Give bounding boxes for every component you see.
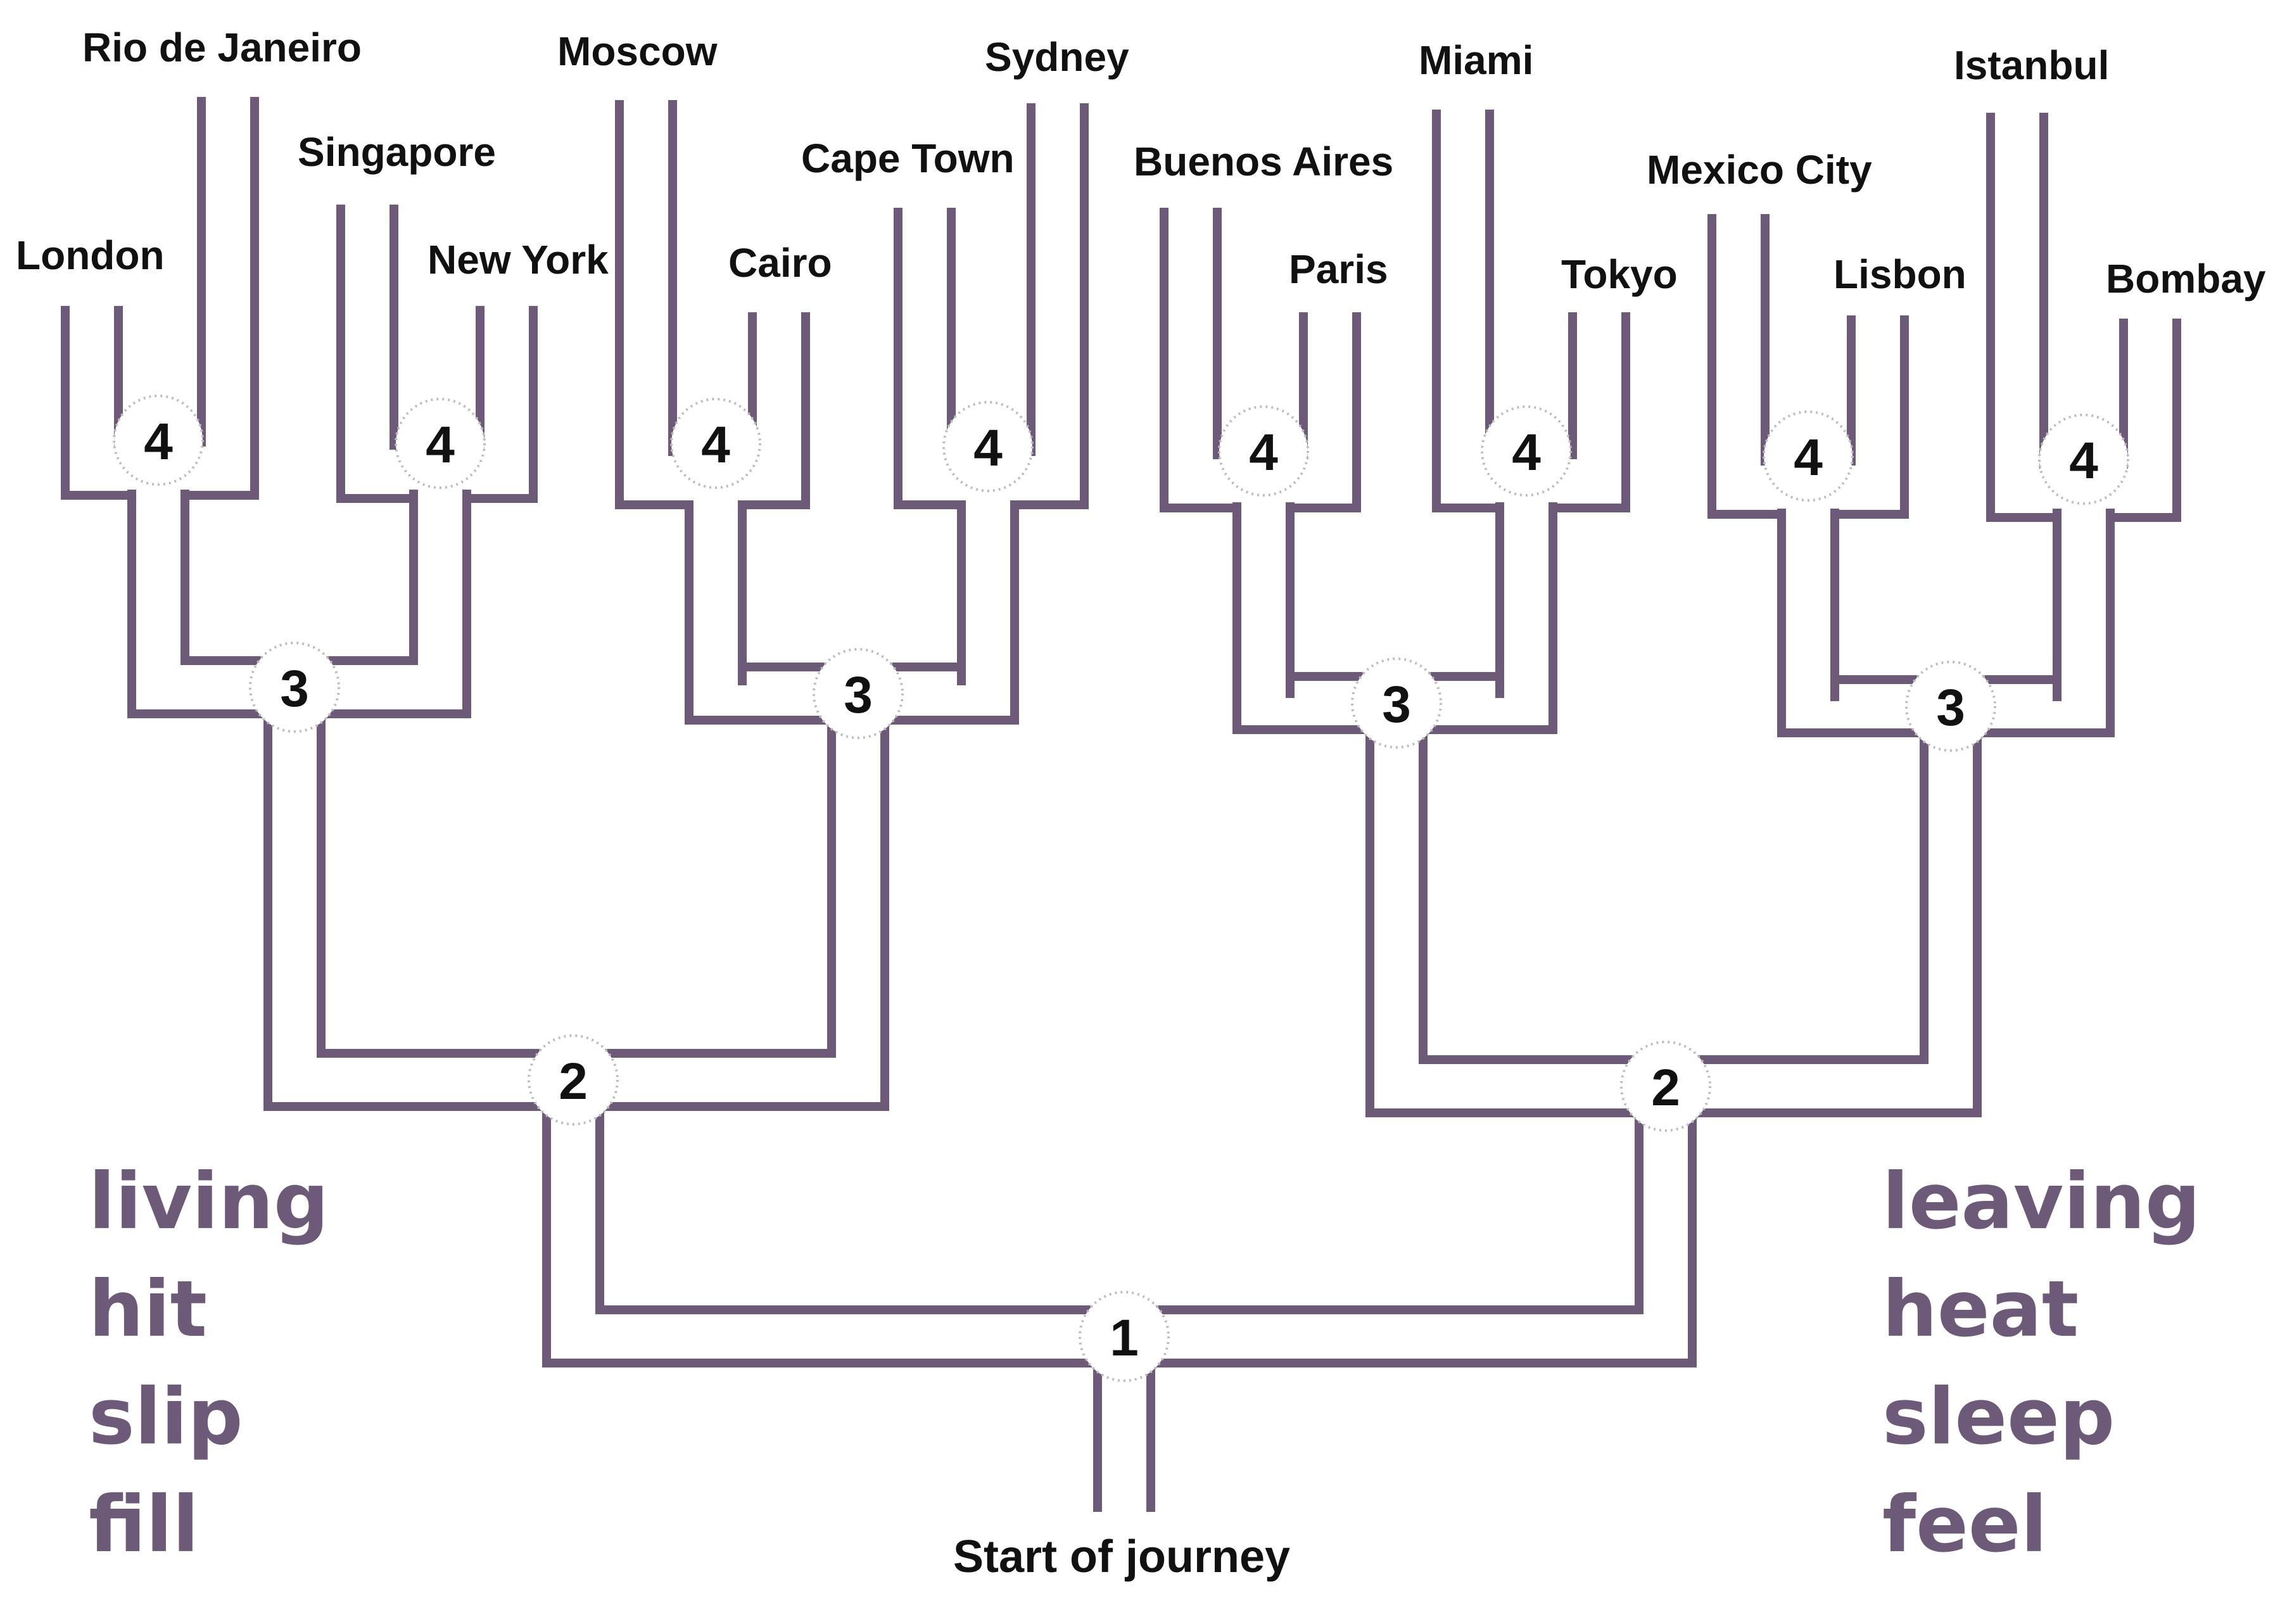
node-level4-2-number: 4 [426, 416, 455, 474]
node-level3-3: 3 [1351, 657, 1442, 749]
city-label-sydney: Sydney [985, 34, 1129, 80]
node-level4-7: 4 [1763, 410, 1854, 502]
node-level4-1-number: 4 [144, 413, 173, 471]
node-level2-2-number: 2 [1651, 1059, 1680, 1117]
node-level3-4-number: 3 [1936, 679, 1965, 737]
city-label-istanbul: Istanbul [1954, 42, 2109, 88]
node-level4-7-number: 4 [1794, 429, 1823, 486]
node-level3-3-number: 3 [1382, 676, 1411, 733]
node-level4-6-number: 4 [1512, 424, 1541, 481]
city-label-miami: Miami [1419, 37, 1533, 83]
node-level2-1-number: 2 [559, 1053, 588, 1110]
city-label-singapore: Singapore [298, 129, 496, 175]
node-level4-6: 4 [1481, 405, 1572, 497]
city-label-cape-town: Cape Town [801, 136, 1015, 181]
node-level4-8-number: 4 [2069, 432, 2098, 490]
node-level2-1: 2 [528, 1034, 619, 1126]
city-label-rio: Rio de Janeiro [82, 25, 362, 70]
right-word-list: leaving heat sleep feel [1882, 1148, 2200, 1578]
node-level4-4-number: 4 [973, 419, 1003, 477]
node-level1: 1 [1079, 1291, 1170, 1382]
left-word-hit: hit [89, 1264, 207, 1354]
city-label-mexico-city: Mexico City [1647, 147, 1872, 193]
node-level4-5: 4 [1218, 405, 1309, 497]
node-level4-4: 4 [942, 401, 1034, 492]
city-label-new-york: New York [428, 237, 609, 282]
node-level4-2: 4 [395, 398, 486, 489]
node-level3-2: 3 [813, 648, 904, 739]
city-label-paris: Paris [1289, 246, 1388, 292]
city-label-london: London [16, 232, 165, 278]
right-word-sleep: sleep [1882, 1372, 2115, 1462]
city-label-lisbon: Lisbon [1834, 251, 1966, 297]
city-label-moscow: Moscow [557, 29, 718, 74]
start-of-journey-label: Start of journey [953, 1532, 1290, 1582]
node-level2-2: 2 [1620, 1041, 1711, 1132]
right-word-feel: feel [1882, 1480, 2048, 1570]
node-level4-1: 4 [113, 395, 204, 486]
city-label-cairo: Cairo [728, 240, 832, 286]
left-word-list: living hit slip fill [89, 1148, 329, 1578]
right-word-heat: heat [1882, 1264, 2079, 1354]
node-level4-5-number: 4 [1249, 424, 1278, 481]
city-label-bombay: Bombay [2106, 256, 2266, 301]
city-label-tokyo: Tokyo [1561, 251, 1678, 297]
node-level3-2-number: 3 [844, 666, 873, 724]
node-level4-8: 4 [2038, 414, 2129, 505]
junction-nodes: 4 4 4 4 4 4 4 4 3 3 3 3 2 2 1 [113, 395, 2129, 1382]
node-level3-4: 3 [1905, 661, 1996, 752]
left-word-slip: slip [89, 1372, 243, 1462]
node-level3-1-number: 3 [280, 660, 309, 718]
node-level1-number: 1 [1110, 1309, 1139, 1367]
node-level3-1: 3 [249, 642, 340, 733]
left-word-living: living [89, 1157, 329, 1247]
right-word-leaving: leaving [1882, 1157, 2201, 1247]
node-level4-3-number: 4 [701, 416, 730, 474]
node-level4-3: 4 [670, 398, 761, 489]
left-word-fill: fill [89, 1480, 200, 1570]
city-label-buenos-aires: Buenos Aires [1134, 139, 1393, 184]
